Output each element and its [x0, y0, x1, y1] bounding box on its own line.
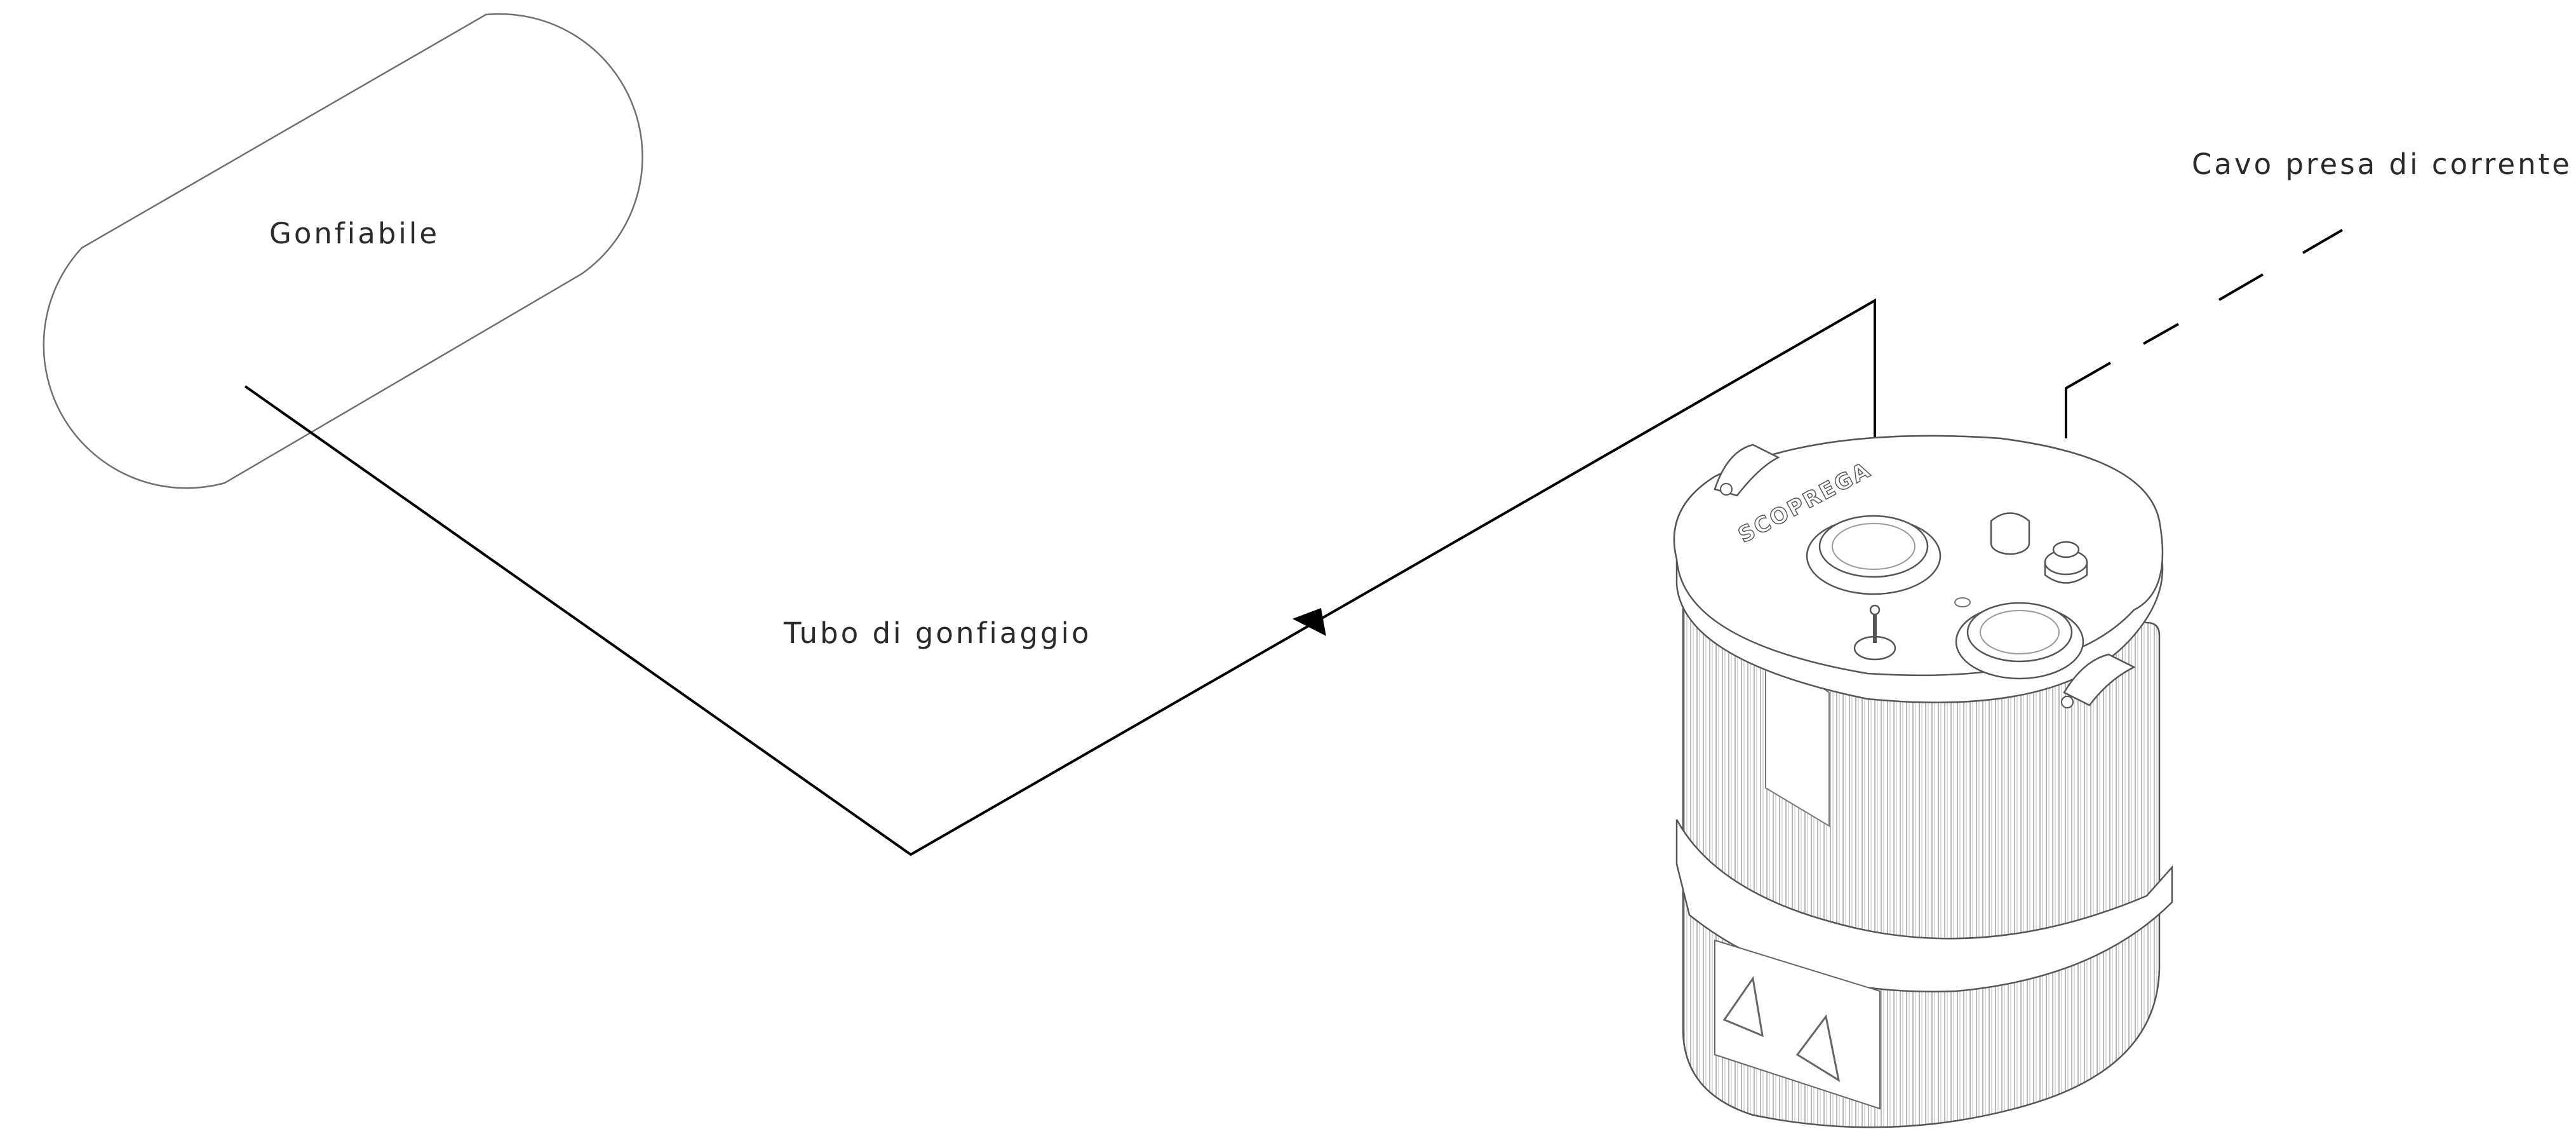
label-inflation-tube: Tubo di gonfiaggio: [784, 616, 1092, 650]
blower-base-plate: [1714, 939, 1881, 1110]
handle-right: [2063, 653, 2136, 707]
label-power-cable: Cavo presa di corrente: [2192, 147, 2572, 181]
switch-toggle-icon: [1853, 604, 1896, 661]
brand-mark-icon: [1722, 976, 1841, 1083]
inflation-tube: [244, 298, 1876, 856]
pressure-pin: [1954, 597, 1971, 607]
intake-port: [1955, 602, 2084, 680]
screw-icon: [2061, 696, 2074, 708]
cable-gland-icon: [2044, 541, 2088, 584]
indicator-light-icon: [1990, 512, 2030, 555]
outlet-port: [1806, 515, 1942, 595]
handle-left: [1714, 443, 1780, 497]
screw-icon: [1720, 483, 1733, 496]
inflatable-shape: [43, 13, 643, 489]
blower-pump: SCOPREGA: [1673, 435, 2173, 1128]
label-inflatable: Gonfiabile: [269, 217, 440, 250]
flow-arrow-icon: [1292, 608, 1326, 636]
